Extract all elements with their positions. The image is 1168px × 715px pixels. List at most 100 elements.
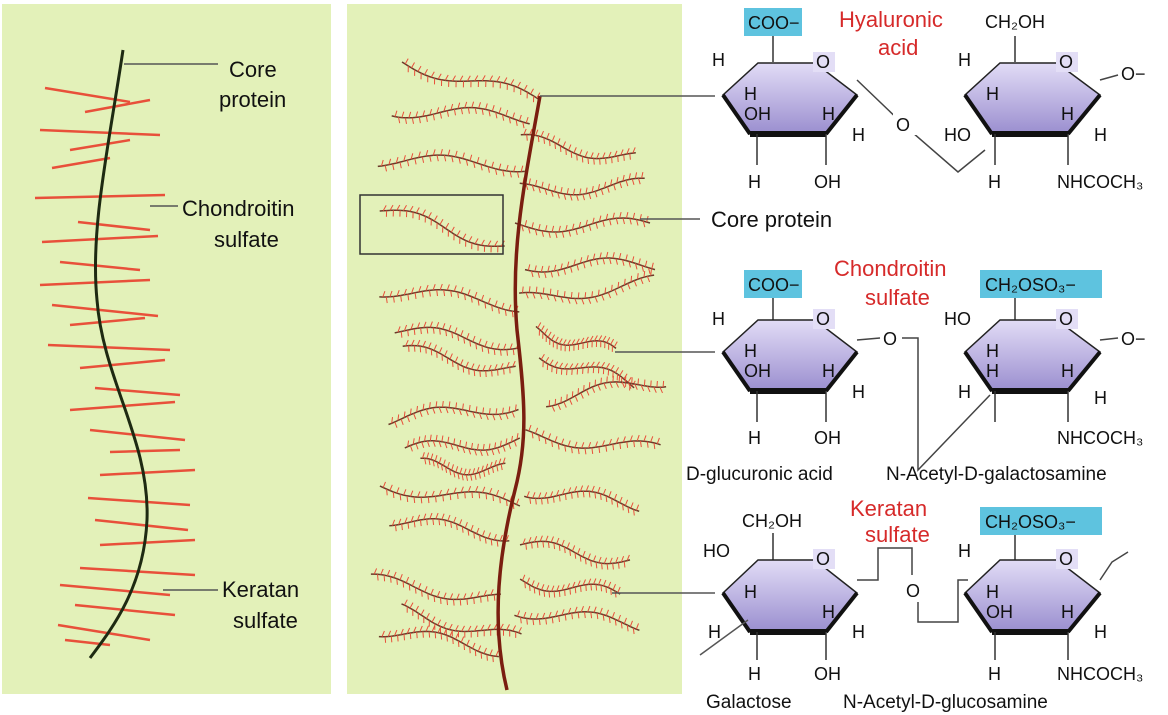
svg-text:H: H (958, 50, 971, 70)
keratan-sulfate-highlight (980, 507, 1102, 535)
gag-chain (41, 234, 159, 244)
svg-text:H: H (1061, 104, 1074, 124)
chondroitin-title-2: sulfate (865, 285, 930, 310)
svg-text:OH: OH (744, 361, 771, 381)
gag-chain (69, 138, 131, 152)
svg-text:O−: O− (1121, 64, 1146, 84)
svg-text:H: H (986, 582, 999, 602)
gag-branch-bristles (537, 322, 618, 352)
gag-branch-bristles (522, 171, 644, 201)
svg-text:O: O (1059, 52, 1073, 72)
svg-text:H: H (852, 125, 865, 145)
gag-chain (69, 316, 146, 327)
svg-text:NHCOCH₃: NHCOCH₃ (1057, 428, 1143, 448)
svg-text:NHCOCH₃: NHCOCH₃ (1057, 172, 1143, 192)
gag-branch-bristles (407, 433, 519, 457)
left-keratan-label-1: Keratan (222, 577, 299, 602)
gag-chain (39, 128, 161, 137)
chondroitin-ring-1: O H H OH H H H OH (712, 298, 865, 448)
svg-text:H: H (822, 361, 835, 381)
svg-text:CH₂OSO₃−: CH₂OSO₃− (985, 512, 1076, 532)
gag-branch-bristles (522, 535, 630, 570)
svg-text:H: H (1061, 361, 1074, 381)
svg-text:O: O (1059, 309, 1073, 329)
chondroitin-bridge-o: O (883, 329, 897, 349)
gag-chain (51, 303, 159, 318)
middle-core-protein-line (496, 95, 542, 691)
gag-branch-bristles (522, 269, 652, 305)
hyaluronic-title-2: acid (878, 35, 918, 60)
svg-text:O: O (816, 309, 830, 329)
svg-text:OH: OH (744, 104, 771, 124)
gag-chain (89, 428, 186, 442)
left-chondroitin-label-1: Chondroitin (182, 196, 295, 221)
svg-text:COO−: COO− (748, 275, 800, 295)
gag-chain (57, 623, 151, 642)
gag-branch-bristles (381, 625, 499, 663)
gag-chain (59, 260, 141, 272)
gag-chain (79, 358, 166, 370)
svg-text:H: H (1094, 622, 1107, 642)
svg-text:H: H (852, 622, 865, 642)
keratan-title-2: sulfate (865, 522, 930, 547)
gag-chain (77, 220, 151, 232)
svg-text:H: H (1061, 602, 1074, 622)
gag-branch-bristles (382, 283, 519, 318)
gag-branch-bristles (382, 481, 520, 510)
svg-text:H: H (1094, 388, 1107, 408)
gag-branch-bristles (394, 101, 529, 129)
gag-chain (59, 583, 171, 597)
chondroitin-sulfate-highlight (980, 270, 1102, 298)
hyaluronic-bridge-o: O (896, 115, 910, 135)
chondroitin-coo-highlight (744, 270, 802, 298)
gag-chain (84, 98, 151, 114)
svg-text:H: H (712, 309, 725, 329)
gag-branch-bristles (526, 485, 640, 516)
keratan-title-1: Keratan (850, 496, 927, 521)
svg-text:OH: OH (814, 664, 841, 684)
hyaluronic-acid-structure: COO− Hyaluronic acid CH₂OH O H H OH H H … (712, 7, 1146, 192)
gag-branch-bristles (516, 605, 639, 635)
svg-text:CH₂OH: CH₂OH (742, 511, 802, 531)
gag-chain (51, 156, 111, 170)
hyaluronic-ring-1-o: O (816, 52, 830, 72)
gag-chain (94, 518, 189, 532)
svg-text:H: H (986, 341, 999, 361)
svg-text:H: H (822, 104, 835, 124)
keratan-ring-1: O HO H H H H H OH (699, 533, 865, 684)
keratan-caption-right: N-Acetyl-D-glucosamine (843, 692, 1048, 713)
gag-branch-bristles (404, 58, 541, 103)
gag-branch-bristles (382, 204, 505, 253)
left-chondroitin-label-2: sulfate (214, 227, 279, 252)
zoom-box (359, 194, 504, 255)
svg-text:H: H (986, 84, 999, 104)
svg-text:NHCOCH₃: NHCOCH₃ (1057, 664, 1143, 684)
svg-text:OH: OH (986, 602, 1013, 622)
gag-branch-bristles (422, 452, 506, 481)
svg-text:H: H (986, 361, 999, 381)
keratan-bridge-o: O (906, 581, 920, 601)
middle-core-protein-label: Core protein (711, 207, 832, 232)
hyaluronic-ring-2: O H H H HO H H NHCOCH₃ O− (944, 36, 1146, 192)
keratan-caption-left: Galactose (706, 692, 792, 713)
gag-branch-bristles (391, 512, 509, 548)
gag-chain (94, 386, 181, 397)
svg-text:H: H (958, 382, 971, 402)
svg-text:H: H (748, 172, 761, 192)
gag-chain (87, 496, 191, 507)
svg-text:O: O (816, 549, 830, 569)
hyaluronic-ch2oh: CH₂OH (985, 12, 1045, 32)
gag-chain (74, 603, 176, 617)
gag-branch-bristles (391, 401, 517, 428)
svg-text:H: H (958, 541, 971, 561)
chondroitin-caption-right: N-Acetyl-D-galactosamine (886, 464, 1107, 485)
gag-branch-bristles (528, 424, 660, 455)
svg-text:H: H (988, 172, 1001, 192)
middle-leaders (540, 95, 715, 594)
svg-text:H: H (708, 622, 721, 642)
left-panel: Core protein Chondroitin sulfate Keratan… (2, 4, 331, 694)
gag-chain (47, 343, 171, 352)
gag-chain (109, 448, 181, 454)
chondroitin-sulfate-structure: COO− Chondroitin sulfate CH₂OSO₃− O H H … (686, 256, 1146, 485)
